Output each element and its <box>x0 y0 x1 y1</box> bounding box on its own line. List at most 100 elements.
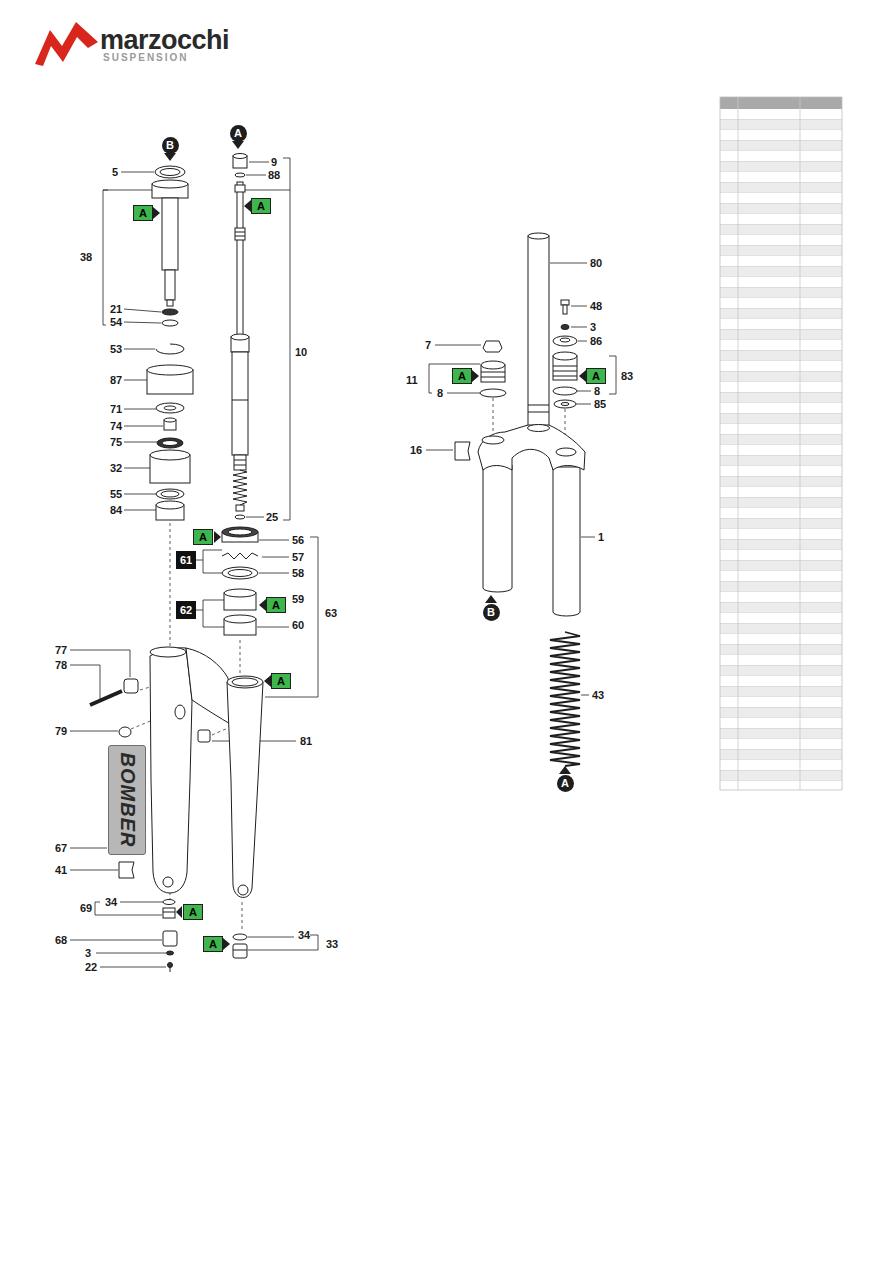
part-drawing <box>164 406 176 410</box>
part-drawing <box>483 465 512 592</box>
leader-line <box>103 190 152 191</box>
connection-marker: A <box>557 775 574 792</box>
part-drawing <box>222 527 258 537</box>
leader-line <box>436 364 480 365</box>
part-drawing <box>480 389 506 397</box>
callout-number: 22 <box>85 962 97 973</box>
callout-number: 3 <box>590 322 596 333</box>
marker-pointer <box>559 766 571 774</box>
callout-number: 1 <box>598 532 604 543</box>
leader-line <box>103 190 108 325</box>
part-drawing <box>228 529 252 535</box>
callout-number: 53 <box>110 344 122 355</box>
part-drawing <box>167 951 174 955</box>
callout-number: 74 <box>110 421 122 432</box>
dashed-guide <box>493 398 494 434</box>
part-drawing <box>481 372 505 373</box>
part-drawing <box>156 489 184 499</box>
leader-line <box>124 442 157 443</box>
part-drawing <box>563 305 567 314</box>
part-drawing <box>156 344 184 354</box>
part-drawing <box>235 185 245 192</box>
marker-pointer <box>223 938 230 950</box>
marker-text: B <box>487 606 495 618</box>
callout-number: 69 <box>80 903 92 914</box>
leader-line <box>124 380 147 381</box>
part-drawing <box>553 352 577 360</box>
callout-number: 78 <box>55 660 67 671</box>
part-drawing <box>561 300 569 305</box>
kit-number-box: 61 <box>176 551 196 569</box>
assembly-marker: A <box>271 673 291 689</box>
callout-number: 54 <box>110 317 122 328</box>
part-drawing <box>162 320 178 326</box>
part-drawing <box>228 570 252 577</box>
part-drawing <box>156 501 184 509</box>
leader-line <box>310 935 318 950</box>
leader-line <box>248 937 294 938</box>
leader-line <box>124 468 150 469</box>
part-drawing <box>481 361 505 369</box>
leader-line <box>581 537 595 538</box>
callout-number: 48 <box>590 301 602 312</box>
leader-line <box>283 158 290 520</box>
part-drawing <box>163 900 175 905</box>
leader-line <box>124 309 161 312</box>
marker-text: A <box>592 370 600 382</box>
part-drawing <box>231 334 249 340</box>
part-drawing <box>561 403 569 406</box>
part-drawing <box>528 233 549 239</box>
leader-line <box>100 915 162 916</box>
leader-line <box>571 306 587 307</box>
marker-pointer <box>264 675 271 687</box>
part-drawing <box>550 632 580 766</box>
parts-table-grid <box>738 97 739 790</box>
callout-number: 34 <box>298 930 310 941</box>
part-drawing <box>528 405 549 406</box>
marker-text: 62 <box>180 604 192 616</box>
callout-number: 21 <box>110 304 122 315</box>
leader-line <box>203 600 224 627</box>
part-drawing <box>553 467 580 616</box>
leader-line <box>578 341 587 342</box>
marker-text: A <box>257 200 265 212</box>
part-drawing <box>234 455 246 470</box>
leader-line <box>265 537 318 697</box>
leader-line <box>70 870 118 871</box>
part-drawing <box>232 352 248 455</box>
part-drawing <box>233 470 247 505</box>
assembly-marker: A <box>266 597 286 613</box>
dashed-guide <box>170 523 171 646</box>
leader-line <box>124 494 156 495</box>
callout-number: 87 <box>110 375 122 386</box>
leader-line <box>124 322 161 323</box>
part-drawing <box>233 934 247 940</box>
callout-number: 68 <box>55 935 67 946</box>
part-drawing <box>90 691 122 705</box>
callout-number: 79 <box>55 726 67 737</box>
part-drawing <box>222 567 258 579</box>
part-drawing <box>483 341 502 352</box>
part-drawing <box>170 967 171 972</box>
leader-line <box>124 426 163 427</box>
part-drawing <box>233 950 247 951</box>
leader-line <box>70 731 118 732</box>
part-drawing <box>163 912 175 913</box>
assembly-marker: A <box>193 529 213 545</box>
part-drawing <box>232 678 258 686</box>
part-drawing <box>162 198 178 270</box>
callout-number: 33 <box>326 939 338 950</box>
part-drawing <box>163 931 177 946</box>
part-drawing <box>163 908 175 918</box>
leader-line <box>70 158 616 967</box>
leader-line <box>95 902 100 915</box>
part-drawing <box>161 491 179 497</box>
leader-line <box>124 349 155 350</box>
leader-line <box>246 175 266 176</box>
kit-number-box: 62 <box>176 601 196 619</box>
marker-pointer <box>232 141 244 149</box>
marker-pointer <box>153 141 586 950</box>
part-drawing <box>455 442 470 460</box>
part-drawing <box>481 377 505 378</box>
